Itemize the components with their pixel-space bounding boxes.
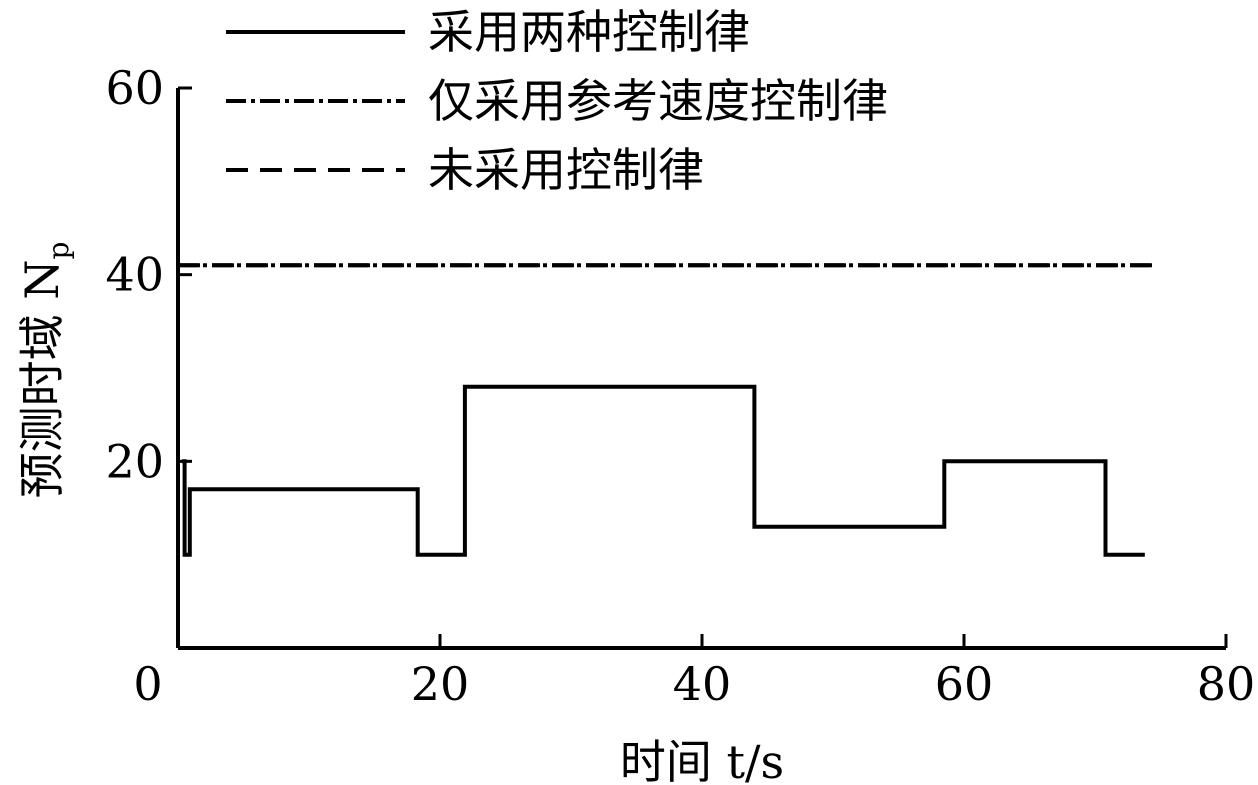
x-tick-label: 60	[935, 657, 994, 711]
y-tick-label: 20	[105, 434, 164, 488]
y-tick-label: 60	[105, 61, 164, 115]
y-axis-label-main: 预测时域 N	[15, 260, 69, 499]
x-tick-label: 0	[133, 657, 162, 711]
series-line-1	[181, 384, 1145, 557]
legend-label-3: 未采用控制律	[428, 143, 704, 197]
x-tick-label: 80	[1197, 657, 1256, 711]
y-axis-label-subscript: p	[42, 242, 75, 260]
x-tick-label: 20	[411, 657, 470, 711]
legend-label-1: 采用两种控制律	[428, 5, 750, 59]
y-tick-label: 40	[105, 248, 164, 302]
y-axis-label: 预测时域 Np	[15, 242, 75, 499]
legend-label-2: 仅采用参考速度控制律	[428, 74, 888, 128]
y-ticks: 20 40 60	[105, 61, 192, 488]
series-layer	[178, 263, 1154, 557]
y-axis-label-group: 预测时域 Np	[15, 242, 75, 499]
x-axis-label: 时间 t/s	[620, 735, 784, 785]
x-ticks: 0 20 40 60 80	[133, 634, 1255, 711]
x-tick-label: 40	[673, 657, 732, 711]
